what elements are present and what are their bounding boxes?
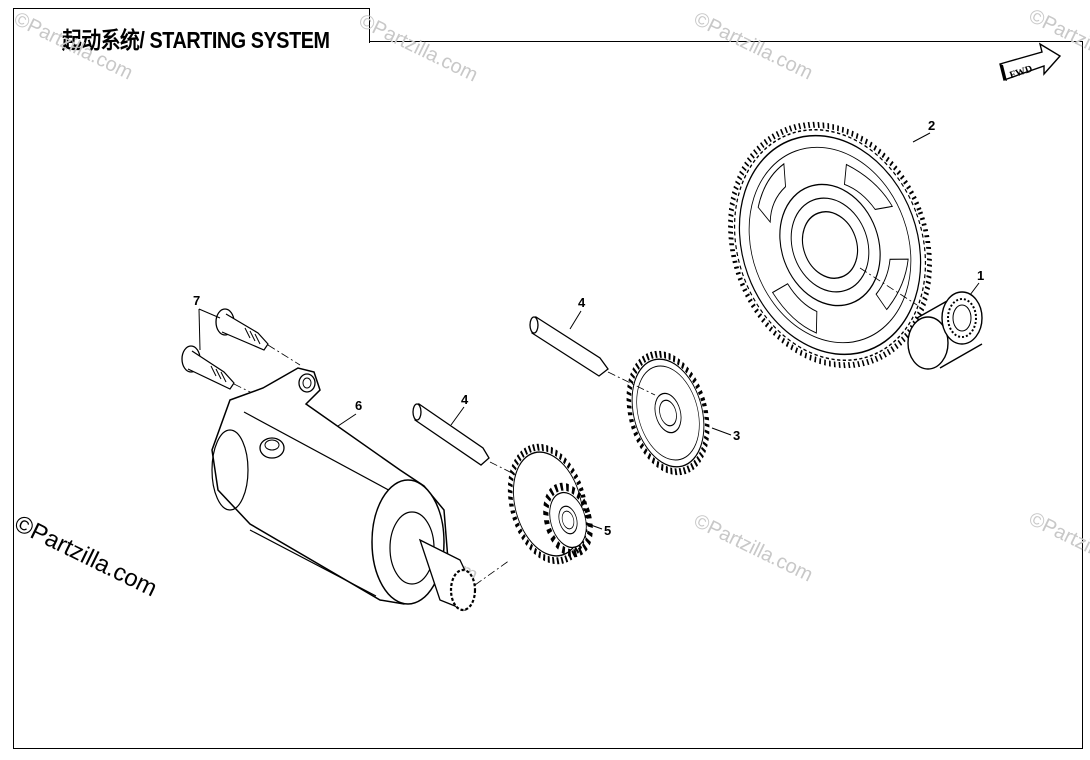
fwd-arrow-icon: FWD [999,42,1062,81]
bearing [907,291,983,370]
callout-1: 1 [977,268,984,283]
shaft [529,315,656,396]
title-box: 起动系统/ STARTING SYSTEM [13,8,370,53]
bolt [215,308,269,351]
large-gear [728,121,932,369]
starter-motor [211,367,477,612]
shaft [412,402,531,483]
bolt [181,345,235,390]
diagram-frame [13,41,1083,749]
callout-4: 4 [578,295,586,310]
callout-5: 5 [604,523,611,538]
diagram-title: 起动系统/ STARTING SYSTEM [62,27,330,53]
callout-7: 7 [193,293,200,308]
callout-2: 2 [928,118,935,133]
callout-4: 4 [461,392,469,407]
callout-3: 3 [733,428,740,443]
gear [626,350,710,476]
double-gear [507,443,593,565]
callout-6: 6 [355,398,362,413]
